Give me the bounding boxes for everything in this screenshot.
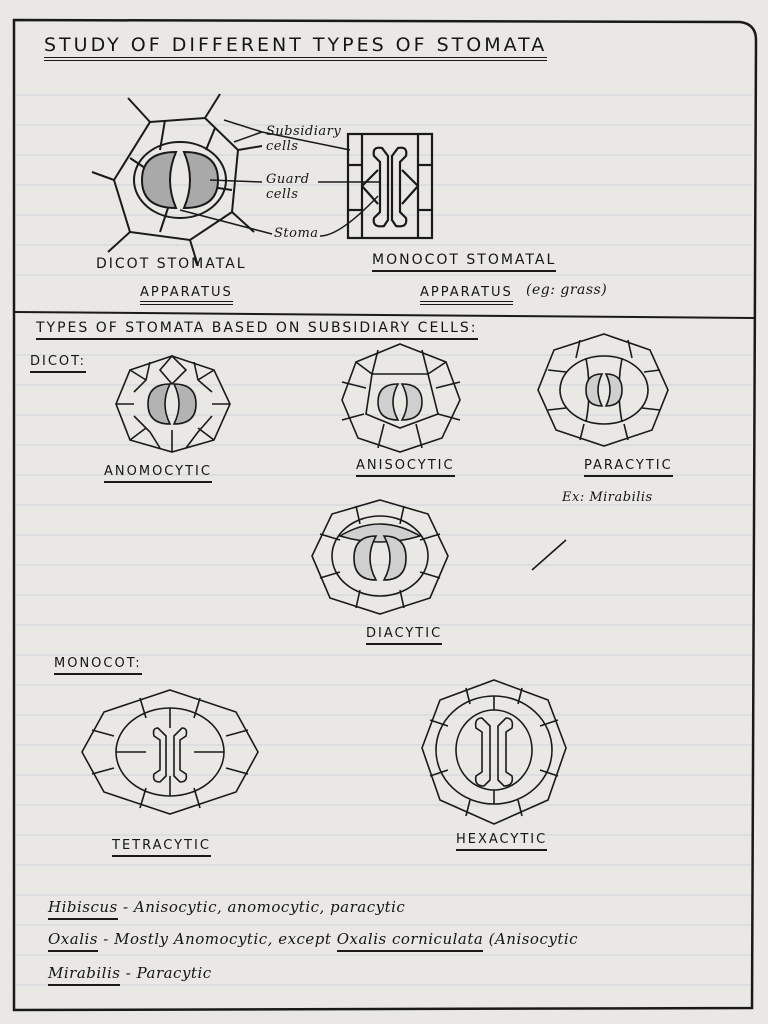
anomocytic-drawing (115, 354, 231, 453)
note-text: - Anisocytic, anomocytic, paracytic (123, 898, 406, 916)
dicot-heading: Dicot: (30, 354, 87, 373)
anomocytic-label: Anomocytic (104, 464, 212, 483)
note-plant: Mirabilis (48, 964, 121, 986)
note-plant: Oxalis (48, 930, 98, 952)
anisocytic-drawing (341, 343, 461, 453)
monocot-caption-line1: Monocot Stomatal (372, 252, 557, 272)
section-divider (14, 311, 755, 319)
tetracytic-drawing (81, 689, 259, 815)
note-text: - Mostly Anomocytic, except (103, 930, 332, 948)
dicot-caption-line2: Apparatus (140, 285, 233, 305)
note-highlight: Oxalis corniculata (336, 930, 484, 952)
pencil-mark (531, 539, 567, 571)
monocot-apparatus-drawing (346, 132, 434, 240)
paracytic-label: Paracytic (584, 458, 673, 477)
monocot-caption-line2: Apparatus (420, 285, 513, 305)
note-tail: (Anisocytic (488, 930, 579, 948)
callout-arrows (179, 119, 380, 237)
callout-stoma: Stoma (274, 226, 319, 241)
paracytic-example: Ex: Mirabilis (562, 490, 653, 505)
note-oxalis: Oxalis - Mostly Anomocytic, except Oxali… (48, 930, 579, 952)
hexacytic-drawing (421, 679, 567, 825)
hexacytic-label: Hexacytic (456, 832, 548, 851)
page-border (12, 18, 758, 1012)
monocot-heading: Monocot: (54, 656, 142, 675)
note-mirabilis: Mirabilis - Paracytic (48, 964, 212, 986)
tetracytic-label: Tetracytic (112, 838, 211, 857)
callout-subsidiary-cells: Subsidiary cells (266, 124, 342, 154)
diacytic-label: Diacytic (366, 626, 443, 645)
dicot-apparatus-drawing (91, 93, 263, 267)
note-text: - Paracytic (125, 964, 212, 982)
section-heading: Types Of Stomata Based On Subsidiary Cel… (36, 320, 478, 340)
note-hibiscus: Hibiscus - Anisocytic, anomocytic, parac… (48, 898, 406, 920)
paracytic-drawing (537, 333, 669, 447)
note-plant: Hibiscus (48, 898, 118, 920)
dicot-caption-line1: Dicot Stomatal (96, 256, 247, 272)
callout-guard-cells: Guard cells (266, 172, 310, 202)
page-title: Study Of Different Types Of Stomata (44, 34, 548, 61)
diacytic-drawing (311, 499, 449, 615)
monocot-example: (eg: grass) (526, 282, 608, 298)
anisocytic-label: Anisocytic (356, 458, 455, 477)
